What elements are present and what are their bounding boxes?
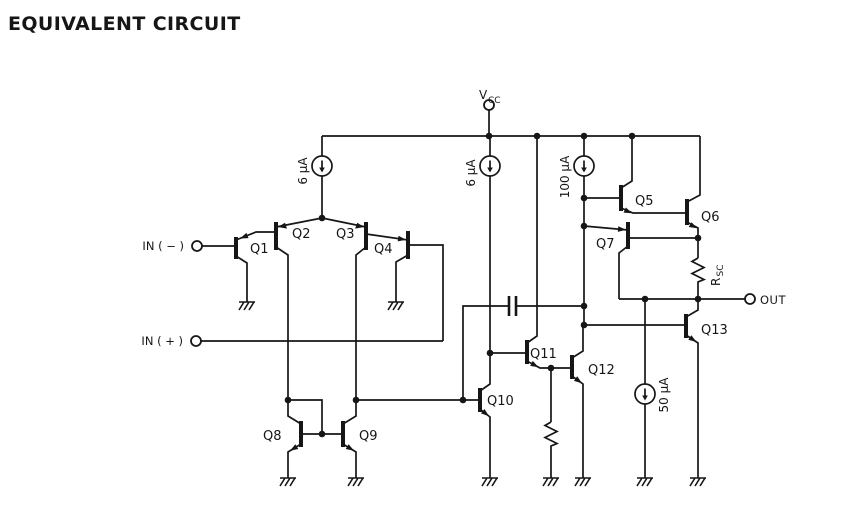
q9-label: Q9: [359, 429, 378, 444]
rsc-label: R: [709, 278, 723, 286]
out-terminal: [744, 293, 756, 305]
ground-icon: [636, 477, 653, 487]
q10-label: Q10: [487, 394, 514, 409]
q2-label: Q2: [292, 227, 311, 242]
down-arrow-icon: [487, 167, 493, 173]
rsc-label-group: R SC: [709, 265, 726, 287]
compensation-capacitor: [507, 296, 518, 316]
in-minus-label: IN ( − ): [142, 239, 184, 253]
current-sources: [311, 155, 656, 405]
ground-icon: [689, 477, 706, 487]
q5-emitter-arrow-icon: [623, 207, 632, 214]
ground-icon: [574, 477, 591, 487]
vcc-label-sub: CC: [488, 96, 501, 106]
ground-icon: [542, 477, 559, 487]
q1-emitter-arrow-icon: [240, 232, 249, 239]
q12-label: Q12: [588, 363, 615, 378]
in-plus-terminal: [190, 335, 202, 347]
q1-label: Q1: [250, 242, 269, 257]
vcc-terminal: [483, 99, 495, 111]
ground-icon: [387, 301, 404, 311]
q8-emitter-arrow-icon: [290, 444, 299, 451]
current-source-6ua-tail: [311, 155, 333, 177]
q13-label: Q13: [701, 323, 728, 338]
q4-emitter-arrow-icon: [397, 235, 406, 242]
current-source-6ua-second-label: 6 μA: [464, 159, 478, 187]
q13-emitter-arrow-icon: [688, 335, 697, 342]
ground-icon: [279, 477, 296, 487]
down-arrow-icon: [581, 167, 587, 173]
q7-emitter-arrow-icon: [617, 226, 626, 232]
q4-label: Q4: [374, 242, 393, 257]
q3-emitter-arrow-icon: [355, 222, 364, 229]
q6-label: Q6: [701, 210, 720, 225]
ground-symbols: [238, 301, 706, 487]
q9-emitter-arrow-icon: [345, 444, 354, 451]
in-minus-terminal: [191, 240, 203, 252]
current-source-100ua: [573, 155, 595, 177]
q2-emitter-arrow-icon: [278, 222, 287, 229]
q7-label: Q7: [596, 237, 615, 252]
q3-label: Q3: [336, 227, 355, 242]
q11-label: Q11: [530, 347, 557, 362]
current-source-50ua: [634, 383, 656, 405]
page-title: EQUIVALENT CIRCUIT: [8, 13, 241, 35]
q5-label: Q5: [635, 194, 654, 209]
current-source-6ua-tail-label: 6 μA: [296, 157, 310, 185]
q6-emitter-arrow-icon: [688, 222, 697, 229]
current-source-50ua-label: 50 μA: [657, 377, 671, 413]
wires: [201, 110, 745, 478]
emitter-arrows: [240, 207, 697, 451]
down-arrow-icon: [642, 395, 648, 401]
transistor-bars: [234, 185, 689, 447]
vcc-label: V: [479, 88, 488, 102]
q12-emitter-arrow-icon: [573, 376, 582, 384]
q11-emitter-arrow-icon: [530, 360, 539, 368]
rsc-label-sub: SC: [716, 265, 726, 277]
current-source-6ua-second: [479, 155, 501, 177]
junction-dots: [284, 132, 702, 438]
in-plus-label: IN ( + ): [141, 334, 183, 348]
down-arrow-icon: [319, 167, 325, 173]
ground-icon: [481, 477, 498, 487]
current-source-100ua-label: 100 μA: [558, 155, 572, 198]
terminals: [190, 99, 756, 347]
ground-icon: [238, 301, 255, 311]
ground-icon: [347, 477, 364, 487]
q10-emitter-arrow-icon: [481, 409, 489, 417]
out-label: OUT: [760, 293, 786, 307]
q8-label: Q8: [263, 429, 282, 444]
